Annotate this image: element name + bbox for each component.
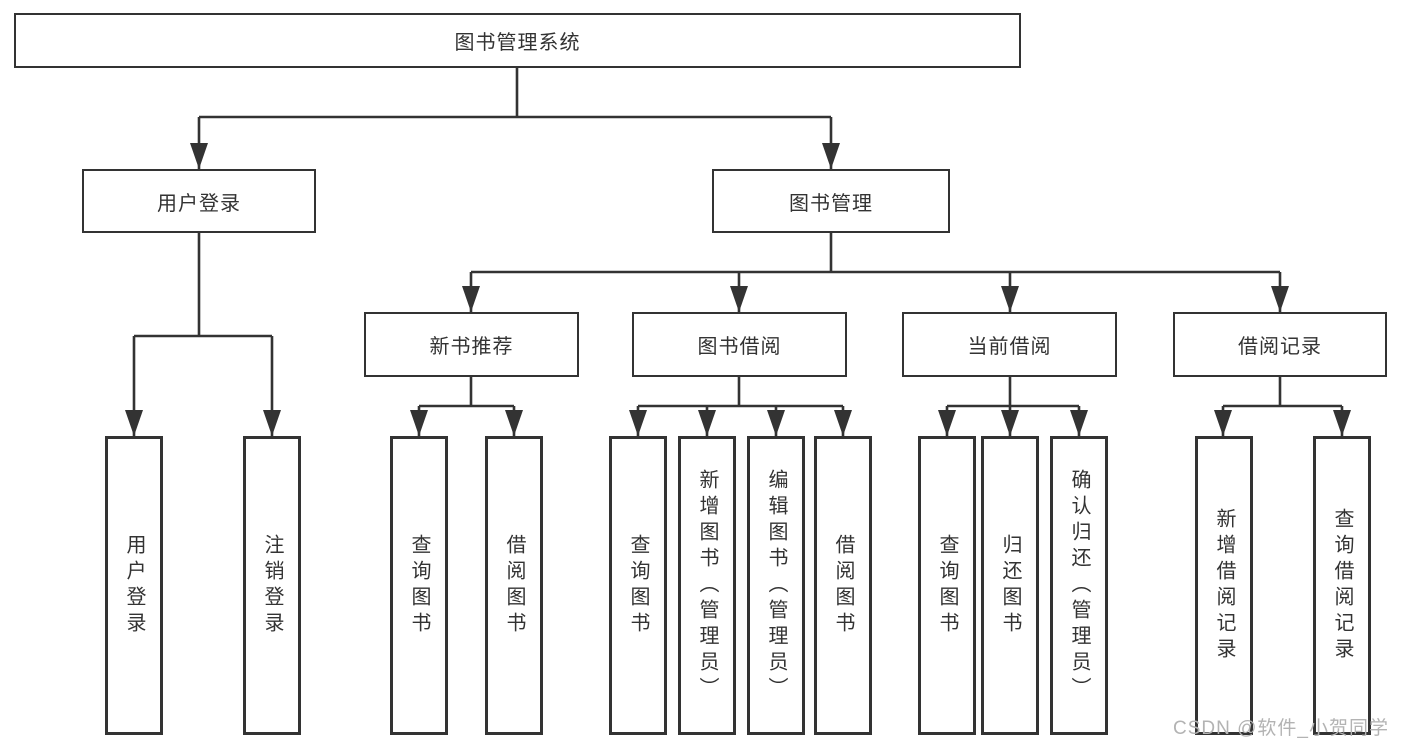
tree-edges — [132, 68, 1344, 436]
node-book-borrow: 图书借阅 — [632, 312, 847, 377]
leaf-borrow-add-books-admin: 新增图书（管理员） — [678, 436, 736, 735]
leaf-borrow-edit-books-admin: 编辑图书（管理员） — [747, 436, 805, 735]
arrowhead — [822, 143, 840, 169]
node-new-book-recommend: 新书推荐 — [364, 312, 579, 377]
leaf-newbooks-query-books: 查询图书 — [390, 436, 448, 735]
arrowhead — [1070, 410, 1088, 436]
node-borrow-records: 借阅记录 — [1173, 312, 1387, 377]
arrowhead — [1001, 286, 1019, 312]
arrowhead — [263, 410, 281, 436]
arrowhead — [834, 410, 852, 436]
csdn-watermark: CSDN @软件_小贺同学 — [1173, 718, 1389, 739]
arrowhead — [505, 410, 523, 436]
leaf-newbooks-borrow-books: 借阅图书 — [485, 436, 543, 735]
leaf-borrow-borrow-books: 借阅图书 — [814, 436, 872, 735]
leaf-current-confirm-return-admin: 确认归还（管理员） — [1050, 436, 1108, 735]
arrowhead — [190, 143, 208, 169]
arrowhead — [698, 410, 716, 436]
arrowheads — [125, 143, 1351, 436]
arrowhead — [1333, 410, 1351, 436]
leaf-records-query-record: 查询借阅记录 — [1313, 436, 1371, 735]
arrowhead — [938, 410, 956, 436]
arrowhead — [1214, 410, 1232, 436]
leaf-records-add-record: 新增借阅记录 — [1195, 436, 1253, 735]
arrowhead — [767, 410, 785, 436]
node-root-library-system: 图书管理系统 — [14, 13, 1021, 68]
node-current-borrow: 当前借阅 — [902, 312, 1117, 377]
arrowhead — [125, 410, 143, 436]
arrowhead — [629, 410, 647, 436]
arrowhead — [730, 286, 748, 312]
node-book-management: 图书管理 — [712, 169, 950, 233]
arrowhead — [462, 286, 480, 312]
arrowhead — [1271, 286, 1289, 312]
leaf-logout: 注销登录 — [243, 436, 301, 735]
arrowhead — [1001, 410, 1019, 436]
leaf-user-login: 用户登录 — [105, 436, 163, 735]
leaf-current-query-books: 查询图书 — [918, 436, 976, 735]
arrowhead — [410, 410, 428, 436]
node-user-login: 用户登录 — [82, 169, 316, 233]
leaf-current-return-books: 归还图书 — [981, 436, 1039, 735]
leaf-borrow-query-books: 查询图书 — [609, 436, 667, 735]
